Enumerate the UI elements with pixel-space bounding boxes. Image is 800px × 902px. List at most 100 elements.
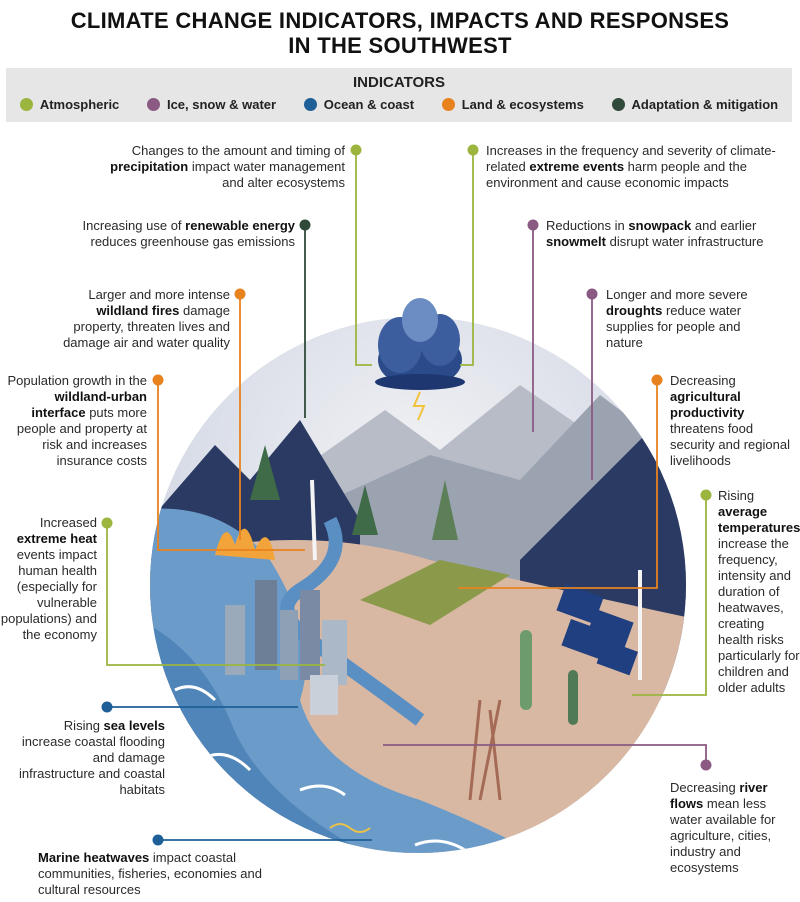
cactus xyxy=(520,630,532,710)
legend-label: Adaptation & mitigation xyxy=(631,97,779,112)
sea-levels-callout: Rising sea levels increase coastal flood… xyxy=(15,718,165,798)
callout-text: Decreasing xyxy=(670,373,736,388)
legend-item-adaptation-mitigation: Adaptation & mitigation xyxy=(611,97,779,112)
callout-text: Decreasing xyxy=(670,780,736,795)
atmospheric-dot-icon xyxy=(467,144,479,156)
callout-text: Rising xyxy=(63,718,100,733)
legend-label: Ocean & coast xyxy=(323,97,415,112)
title-line-2: IN THE SOUTHWEST xyxy=(288,33,512,58)
solar-panels xyxy=(556,584,639,676)
callout-keyword: renewable energy xyxy=(185,218,295,233)
pine-tree xyxy=(432,480,458,540)
extreme-events-leader xyxy=(460,150,474,366)
callout-text: increase the frequency, intensity and du… xyxy=(718,536,800,695)
callout-text: mean less water available for agricultur… xyxy=(670,796,776,875)
callout-text: harm people and the environment and caus… xyxy=(486,159,747,190)
legend-items: Atmospheric Ice, snow & water Ocean & co… xyxy=(6,97,792,112)
atmospheric-dot-icon xyxy=(700,489,712,501)
callout-text: events impact human health (especially f… xyxy=(0,547,97,642)
callout-keyword: extreme heat xyxy=(16,531,97,546)
average-temperatures-callout: Rising average temperatures increase the… xyxy=(718,488,800,696)
land-ecosystems-dot-icon xyxy=(152,374,164,386)
callout-text: reduces greenhouse gas emissions xyxy=(90,234,295,249)
snowpack-callout: Reductions in snowpack and earlier snowm… xyxy=(546,218,796,250)
callout-text: damage property, threaten lives and dama… xyxy=(63,303,230,350)
storm-cloud-icon xyxy=(375,298,465,421)
legend-item-ice-snow-water: Ice, snow & water xyxy=(146,97,277,112)
atmospheric-dot-icon xyxy=(19,98,33,111)
callout-keyword: snowmelt xyxy=(546,234,606,249)
legend-label: Land & ecosystems xyxy=(461,97,584,112)
adaptation-dot-icon xyxy=(299,219,311,231)
legend-label: Ice, snow & water xyxy=(166,97,277,112)
legend-item-ocean-coast: Ocean & coast xyxy=(303,97,415,112)
leader-lines xyxy=(106,150,707,841)
legend-item-land-ecosystems: Land & ecosystems xyxy=(441,97,584,112)
droughts-callout: Longer and more severe droughts reduce w… xyxy=(606,287,766,351)
agriculture-leader xyxy=(458,380,658,589)
city-building xyxy=(310,675,338,715)
farm-field xyxy=(360,560,510,625)
callout-keyword: extreme events xyxy=(529,159,625,174)
land-ecosystems-dot-icon xyxy=(234,288,246,300)
title-line-1: CLIMATE CHANGE INDICATORS, IMPACTS AND R… xyxy=(70,8,730,33)
callout-keyword: average temperatures xyxy=(718,504,800,535)
callout-text: Rising xyxy=(718,488,755,503)
callout-text: Increases in the frequency and severity … xyxy=(486,143,776,174)
ocean-coast-dot-icon xyxy=(152,834,164,846)
river-flows-callout: Decreasing river flows mean less water a… xyxy=(670,780,795,876)
marine-heatwaves-callout: Marine heatwaves impact coastal communit… xyxy=(38,850,268,898)
callout-text: Longer and more severe xyxy=(606,287,748,302)
callout-text: impact water management and alter ecosys… xyxy=(191,159,345,190)
river-leader xyxy=(383,744,707,765)
ice-snow-water-dot-icon xyxy=(586,288,598,300)
pine-tree xyxy=(352,485,378,535)
callout-keyword: Marine heatwaves xyxy=(38,850,150,865)
pine-tree xyxy=(250,445,280,500)
extreme-heat-callout: Increased extreme heat events impact hum… xyxy=(0,515,97,643)
callout-keyword: droughts xyxy=(606,303,663,318)
land-ecosystems-dot-icon xyxy=(441,98,455,111)
wildland-fires-callout: Larger and more intense wildland fires d… xyxy=(50,287,230,351)
callout-text: Larger and more intense xyxy=(88,287,230,302)
city-building xyxy=(255,580,277,670)
callout-keyword: wildland fires xyxy=(96,303,180,318)
land-ecosystems-dot-icon xyxy=(651,374,663,386)
renewable-energy-callout: Increasing use of renewable energy reduc… xyxy=(45,218,295,250)
page-title: CLIMATE CHANGE INDICATORS, IMPACTS AND R… xyxy=(0,8,800,58)
wind-turbine-tower xyxy=(310,479,317,561)
legend-item-atmospheric: Atmospheric xyxy=(19,97,120,112)
callout-text: Increased xyxy=(39,515,97,530)
wildfire-flame-icon xyxy=(215,528,275,560)
ocean-coast-dot-icon xyxy=(303,98,317,111)
legend-title: INDICATORS xyxy=(353,74,445,91)
ice-snow-water-dot-icon xyxy=(700,759,712,771)
ocean-coast-dot-icon xyxy=(101,701,113,713)
indicators-legend: INDICATORS Atmospheric Ice, snow & water… xyxy=(6,68,792,122)
callout-keyword: agricultural productivity xyxy=(670,389,745,420)
callout-text: impact coastal communities, fisheries, e… xyxy=(38,850,262,897)
callout-text: Increasing use of xyxy=(82,218,182,233)
ocean-wave xyxy=(299,784,346,797)
ocean-wave xyxy=(174,685,217,702)
ocean-wave xyxy=(414,839,466,852)
extreme-events-callout: Increases in the frequency and severity … xyxy=(486,143,796,191)
callout-text: disrupt water infrastructure xyxy=(609,234,764,249)
legend-label: Atmospheric xyxy=(39,97,120,112)
precipitation-leader xyxy=(355,150,372,366)
cactus xyxy=(568,670,578,725)
atmospheric-dot-icon xyxy=(101,517,113,529)
marine-heatwave-squiggle xyxy=(329,823,371,833)
wui-leader xyxy=(157,380,305,551)
callout-text: and earlier xyxy=(694,218,757,233)
callout-text: threatens food security and regional liv… xyxy=(670,421,790,468)
city-building xyxy=(225,605,245,675)
callout-text: Changes to the amount and timing of xyxy=(131,143,345,158)
city-building xyxy=(300,590,320,680)
callout-text: Population growth in the xyxy=(7,373,147,388)
precipitation-callout: Changes to the amount and timing of prec… xyxy=(90,143,345,191)
callout-text: puts more people and property at risk an… xyxy=(16,405,147,468)
desert-shrub xyxy=(468,699,502,801)
wildland-urban-interface-callout: Population growth in the wildland-urban … xyxy=(0,373,147,469)
